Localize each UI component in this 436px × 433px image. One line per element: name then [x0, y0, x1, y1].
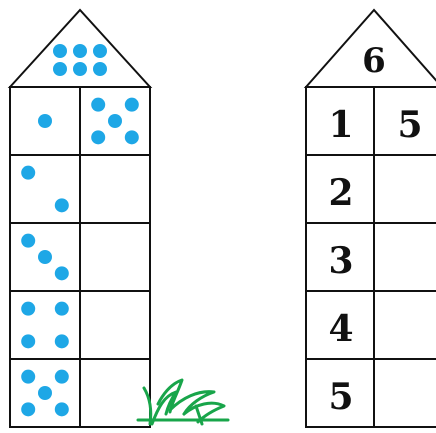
row-4-left-number: 4 — [328, 308, 353, 350]
dot — [21, 302, 35, 316]
dot — [21, 166, 35, 180]
row-5-left-number: 5 — [328, 376, 353, 418]
dot — [73, 62, 87, 76]
row-1-left-number: 1 — [328, 104, 353, 146]
row-2-left-number: 2 — [328, 172, 353, 214]
row-5-left-dot-group — [21, 370, 69, 417]
dot — [21, 370, 35, 384]
dot — [91, 98, 105, 112]
dot — [93, 44, 107, 58]
dot — [21, 402, 35, 416]
roof-dot-group — [53, 44, 107, 76]
row-1-right-dot-group — [91, 98, 139, 145]
dot — [108, 114, 122, 128]
row-3-left-number: 3 — [328, 240, 353, 282]
dot — [125, 98, 139, 112]
dot — [55, 370, 69, 384]
row-2-left-dot-group — [21, 166, 69, 213]
grass-icon — [138, 380, 228, 424]
dot — [125, 130, 139, 144]
row-4-left-dot-group — [21, 302, 69, 349]
dot — [55, 198, 69, 212]
dot — [55, 302, 69, 316]
row-3-left-dot-group — [21, 234, 69, 281]
dot — [91, 130, 105, 144]
dot — [38, 114, 52, 128]
dot — [21, 334, 35, 348]
dot — [55, 266, 69, 280]
dot — [38, 386, 52, 400]
dot — [21, 234, 35, 248]
row-1-left-dot-group — [38, 114, 52, 128]
dot — [93, 62, 107, 76]
dot — [55, 402, 69, 416]
dot — [53, 62, 67, 76]
dot — [55, 334, 69, 348]
dot — [73, 44, 87, 58]
roof-number: 6 — [362, 41, 386, 81]
dot — [38, 250, 52, 264]
dot — [53, 44, 67, 58]
row-1-right-number: 5 — [397, 104, 422, 146]
